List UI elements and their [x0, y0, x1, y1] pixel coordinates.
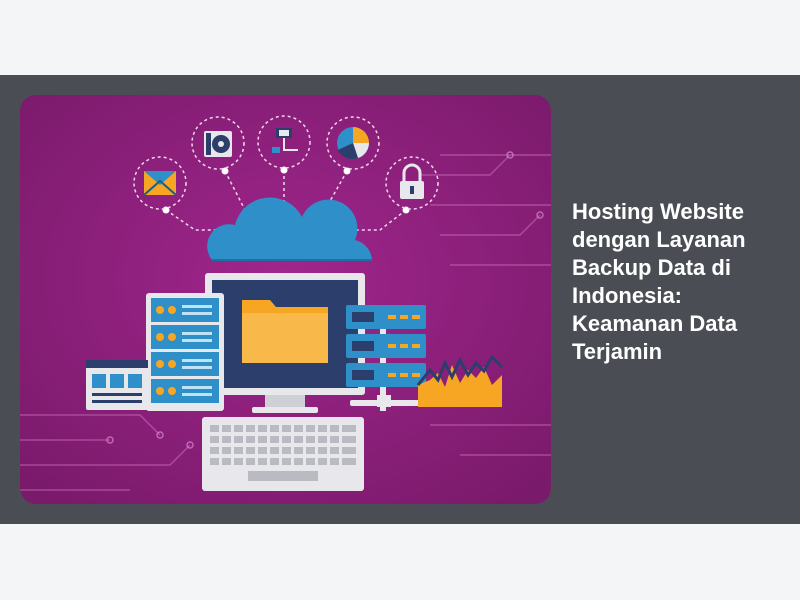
line-chart-icon	[416, 354, 504, 407]
keyboard-icon	[202, 417, 364, 491]
folder-icon	[242, 300, 328, 363]
padlock-icon	[385, 156, 439, 210]
circuit-nodes	[106, 151, 544, 449]
circuit-lines	[20, 154, 551, 491]
post-title[interactable]: Hosting Website dengan Layanan Backup Da…	[572, 199, 746, 364]
bottom-whitespace	[0, 524, 800, 600]
cloud-icon	[207, 197, 372, 261]
featured-image-link[interactable]	[20, 95, 551, 504]
featured-post-card: Hosting Website dengan Layanan Backup Da…	[0, 75, 800, 524]
usb-drive-icon	[257, 115, 311, 169]
server-rack-icon	[146, 293, 224, 411]
hosting-backup-illustration	[20, 95, 551, 504]
browser-window-icon	[86, 360, 148, 410]
disk-icon	[191, 116, 245, 170]
pie-chart-icon	[326, 116, 380, 170]
server-stack-icon	[346, 305, 426, 411]
email-icon	[133, 156, 187, 210]
top-whitespace	[0, 0, 800, 75]
